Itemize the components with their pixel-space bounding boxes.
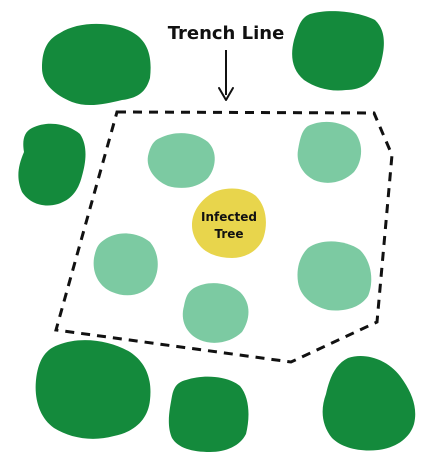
outer-tree: [292, 11, 384, 90]
trench-line-title: Trench Line: [168, 23, 285, 44]
inner-tree: [94, 233, 158, 295]
outer-tree: [323, 356, 416, 450]
inner-tree: [297, 241, 371, 310]
inner-tree: [183, 283, 249, 343]
outer-tree: [42, 24, 151, 105]
infected-tree-label-line2: Tree: [214, 227, 243, 241]
inner-tree: [298, 122, 361, 183]
title-arrow: [219, 50, 233, 100]
outer-tree: [36, 340, 151, 439]
infected-tree-label-line1: Infected: [201, 210, 257, 224]
inner-tree: [148, 133, 215, 188]
outer-tree: [169, 377, 249, 452]
outer-tree: [18, 124, 85, 206]
